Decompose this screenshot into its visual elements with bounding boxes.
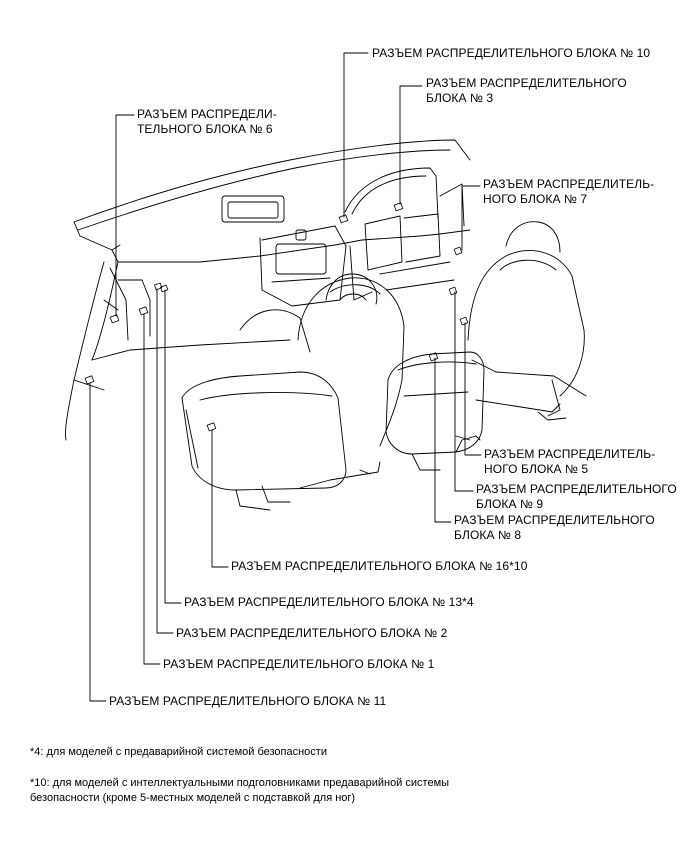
label-connector-8: РАЗЪЕМ РАСПРЕДЕЛИТЕЛЬНОГО БЛОКА № 8 bbox=[454, 513, 655, 543]
label-connector-8-line2: БЛОКА № 8 bbox=[454, 528, 522, 542]
label-connector-5-line2: НОГО БЛОКА № 5 bbox=[484, 462, 589, 476]
label-connector-2: РАЗЪЕМ РАСПРЕДЕЛИТЕЛЬНОГО БЛОКА № 2 bbox=[176, 626, 447, 641]
label-connector-13: РАЗЪЕМ РАСПРЕДЕЛИТЕЛЬНОГО БЛОКА № 13*4 bbox=[184, 595, 474, 610]
footnote-10: *10: для моделей с интеллектуальными под… bbox=[30, 776, 449, 806]
label-connector-16-text: РАЗЪЕМ РАСПРЕДЕЛИТЕЛЬНОГО БЛОКА № 16*10 bbox=[231, 559, 528, 573]
footnote-10-line1: *10: для моделей с интеллектуальными под… bbox=[30, 777, 450, 789]
connector-markers bbox=[84, 202, 469, 432]
instrument-panel-drawing bbox=[65, 139, 471, 441]
rear-seat-drawing bbox=[385, 221, 587, 471]
label-connector-3: РАЗЪЕМ РАСПРЕДЕЛИТЕЛЬНОГО БЛОКА № 3 bbox=[426, 76, 627, 106]
label-connector-6-line2: ТЕЛЬНОГО БЛОКА № 6 bbox=[137, 122, 273, 136]
label-connector-7: РАЗЪЕМ РАСПРЕДЕЛИТЕЛЬ- НОГО БЛОКА № 7 bbox=[483, 177, 654, 207]
label-connector-7-line1: РАЗЪЕМ РАСПРЕДЕЛИТЕЛЬ- bbox=[483, 177, 655, 191]
front-seat-drawing bbox=[181, 273, 405, 511]
label-connector-6: РАЗЪЕМ РАСПРЕДЕЛИ- ТЕЛЬНОГО БЛОКА № 6 bbox=[137, 107, 277, 137]
label-connector-7-line2: НОГО БЛОКА № 7 bbox=[483, 192, 588, 206]
footnote-10-line2: безопасности (кроме 5-местных моделей с … bbox=[30, 792, 356, 804]
label-connector-2-text: РАЗЪЕМ РАСПРЕДЕЛИТЕЛЬНОГО БЛОКА № 2 bbox=[176, 626, 448, 640]
leader-lines bbox=[89, 52, 482, 702]
label-connector-1: РАЗЪЕМ РАСПРЕДЕЛИТЕЛЬНОГО БЛОКА № 1 bbox=[163, 657, 434, 672]
label-connector-10: РАЗЪЕМ РАСПРЕДЕЛИТЕЛЬНОГО БЛОКА № 10 bbox=[372, 46, 650, 61]
label-connector-9-line1: РАЗЪЕМ РАСПРЕДЕЛИТЕЛЬНОГО bbox=[476, 482, 677, 496]
footnote-4-text: *4: для моделей с предаварийной системой… bbox=[30, 746, 327, 758]
label-connector-10-text: РАЗЪЕМ РАСПРЕДЕЛИТЕЛЬНОГО БЛОКА № 10 bbox=[372, 46, 651, 60]
label-connector-3-line2: БЛОКА № 3 bbox=[426, 91, 494, 105]
label-connector-8-line1: РАЗЪЕМ РАСПРЕДЕЛИТЕЛЬНОГО bbox=[454, 513, 655, 527]
label-connector-13-text: РАЗЪЕМ РАСПРЕДЕЛИТЕЛЬНОГО БЛОКА № 13*4 bbox=[184, 595, 474, 609]
label-connector-5: РАЗЪЕМ РАСПРЕДЕЛИТЕЛЬ- НОГО БЛОКА № 5 bbox=[484, 447, 655, 477]
label-connector-3-line1: РАЗЪЕМ РАСПРЕДЕЛИТЕЛЬНОГО bbox=[426, 76, 627, 90]
label-connector-11-text: РАЗЪЕМ РАСПРЕДЕЛИТЕЛЬНОГО БЛОКА № 11 bbox=[109, 694, 387, 708]
label-connector-9-line2: БЛОКА № 9 bbox=[476, 497, 544, 511]
label-connector-1-text: РАЗЪЕМ РАСПРЕДЕЛИТЕЛЬНОГО БЛОКА № 1 bbox=[163, 657, 435, 671]
label-connector-5-line1: РАЗЪЕМ РАСПРЕДЕЛИТЕЛЬ- bbox=[484, 447, 656, 461]
label-connector-6-line1: РАЗЪЕМ РАСПРЕДЕЛИ- bbox=[137, 107, 277, 121]
footnote-4: *4: для моделей с предаварийной системой… bbox=[30, 745, 327, 760]
label-connector-9: РАЗЪЕМ РАСПРЕДЕЛИТЕЛЬНОГО БЛОКА № 9 bbox=[476, 482, 677, 512]
label-connector-16: РАЗЪЕМ РАСПРЕДЕЛИТЕЛЬНОГО БЛОКА № 16*10 bbox=[231, 559, 527, 574]
label-connector-11: РАЗЪЕМ РАСПРЕДЕЛИТЕЛЬНОГО БЛОКА № 11 bbox=[109, 694, 386, 709]
